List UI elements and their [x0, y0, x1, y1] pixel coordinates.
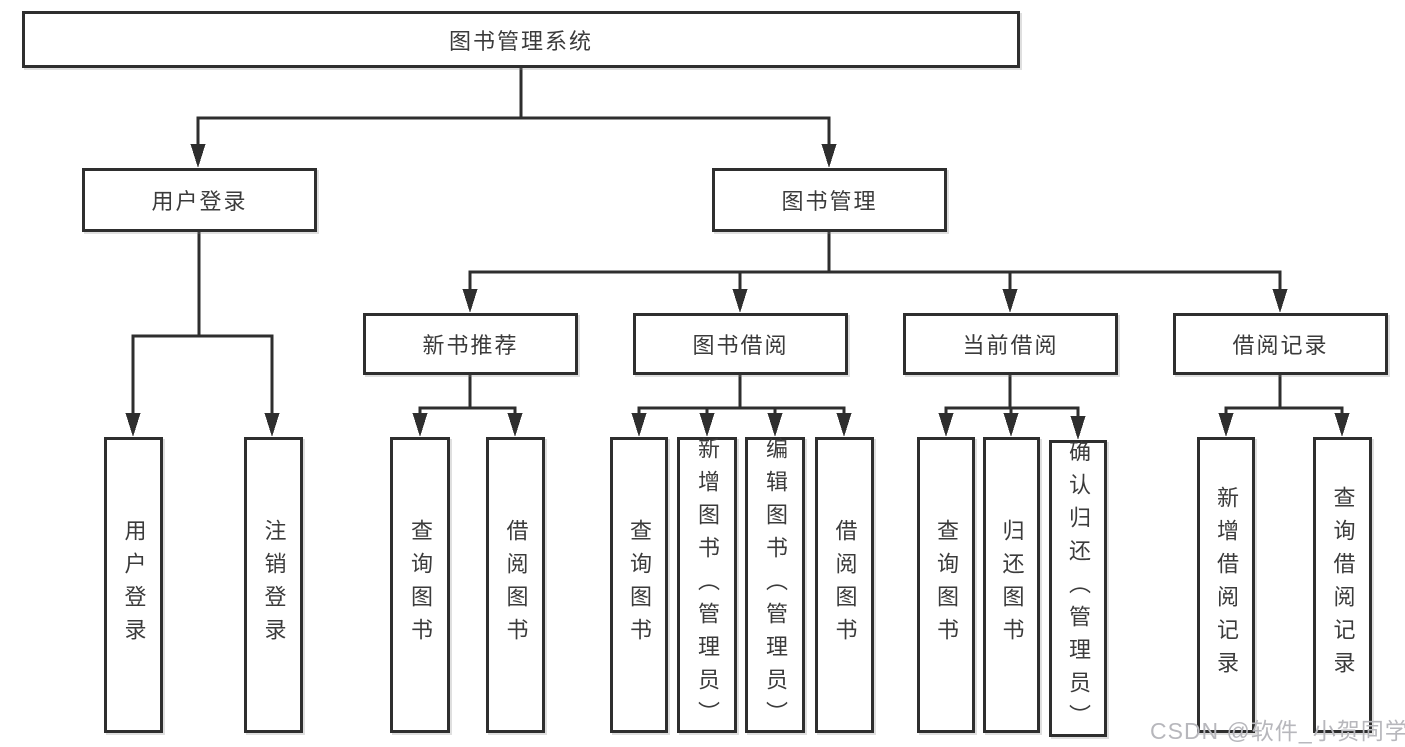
node-user-login-label: 用户登录 [151, 189, 248, 214]
leaf-current-query-book-label: 查询图书 [934, 519, 959, 651]
leaf-newrec-borrow-book: 借阅图书 [486, 437, 545, 733]
leaf-return-book: 归还图书 [983, 437, 1040, 733]
leaf-borrow-borrow-book: 借阅图书 [815, 437, 874, 733]
connector-bookmgmt-to-level3 [462, 232, 1288, 313]
leaf-newrec-query-book-label: 查询图书 [408, 519, 433, 651]
leaf-borrow-query-book: 查询图书 [610, 437, 668, 733]
connector-bookborrow-to-leaves [631, 375, 852, 437]
leaf-borrow-query-book-label: 查询图书 [627, 519, 652, 651]
node-current-borrow: 当前借阅 [903, 313, 1118, 375]
leaf-query-borrow-record-label: 查询借阅记录 [1330, 486, 1356, 684]
connector-newbookrec-to-leaves [412, 375, 523, 437]
leaf-query-borrow-record: 查询借阅记录 [1313, 437, 1372, 733]
node-new-book-recommend-label: 新书推荐 [422, 333, 519, 358]
connector-userlogin-to-leaves [125, 232, 280, 437]
leaf-confirm-return-admin-label: 确认归还（管理员） [1066, 440, 1091, 737]
leaf-logout: 注销登录 [244, 437, 303, 733]
leaf-newrec-borrow-book-label: 借阅图书 [503, 519, 529, 651]
node-book-borrow-label: 图书借阅 [692, 333, 789, 358]
node-borrow-record: 借阅记录 [1173, 313, 1388, 375]
node-current-borrow-label: 当前借阅 [962, 333, 1059, 358]
leaf-confirm-return-admin: 确认归还（管理员） [1049, 440, 1107, 737]
node-root: 图书管理系统 [22, 11, 1020, 68]
node-book-management: 图书管理 [712, 168, 947, 232]
leaf-user-login-label: 用户登录 [121, 519, 147, 651]
connector-root-to-level2 [190, 68, 837, 168]
leaf-edit-book-admin: 编辑图书（管理员） [745, 436, 805, 734]
csdn-watermark: CSDN @软件_小贺同学 [1150, 718, 1405, 744]
connector-currentborrow-to-leaves [938, 375, 1086, 440]
node-book-borrow: 图书借阅 [633, 313, 848, 375]
leaf-logout-label: 注销登录 [261, 519, 287, 651]
node-book-management-label: 图书管理 [781, 189, 878, 214]
leaf-add-book-admin: 新增图书（管理员） [677, 436, 737, 734]
node-new-book-recommend: 新书推荐 [363, 313, 578, 375]
leaf-edit-book-admin-label: 编辑图书（管理员） [763, 436, 788, 734]
leaf-add-borrow-record-label: 新增借阅记录 [1214, 486, 1239, 684]
node-root-label: 图书管理系统 [448, 28, 593, 54]
node-user-login: 用户登录 [82, 168, 317, 232]
leaf-add-book-admin-label: 新增图书（管理员） [695, 436, 720, 734]
leaf-borrow-borrow-book-label: 借阅图书 [832, 519, 858, 651]
connector-borrowrecord-to-leaves [1218, 375, 1350, 437]
leaf-current-query-book: 查询图书 [917, 437, 975, 733]
leaf-newrec-query-book: 查询图书 [390, 437, 450, 733]
leaf-add-borrow-record: 新增借阅记录 [1197, 437, 1255, 733]
leaf-user-login: 用户登录 [104, 437, 163, 733]
leaf-return-book-label: 归还图书 [999, 519, 1025, 651]
node-borrow-record-label: 借阅记录 [1232, 333, 1329, 358]
